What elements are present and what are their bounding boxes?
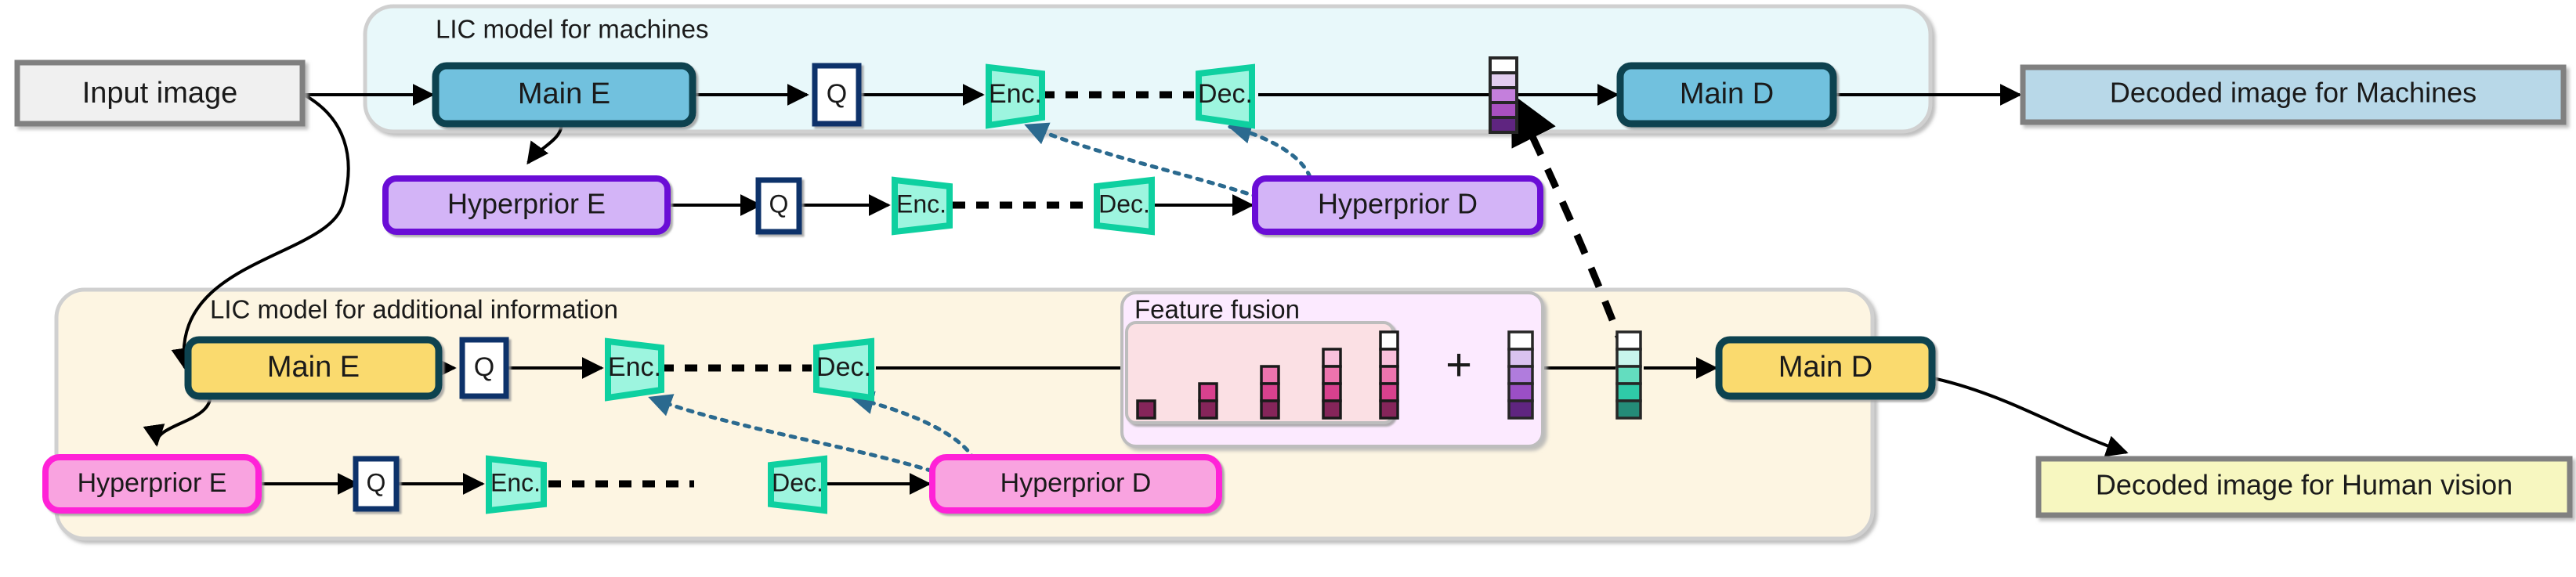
additional-quantizer-label: Q	[474, 352, 494, 382]
fusion-cell	[1260, 399, 1280, 420]
node-machines-main-encoder[interactable]: Main E	[432, 62, 696, 128]
node-machines-hyper-encoder[interactable]: Hyperprior E	[382, 175, 671, 235]
latent-cell	[1507, 330, 1534, 351]
node-machines-entropy-decoder[interactable]: Dec.	[1196, 63, 1255, 129]
latent-machines-cells	[1489, 56, 1518, 134]
node-additional-entropy-encoder[interactable]: Enc.	[605, 337, 664, 402]
fusion-cell	[1322, 365, 1342, 385]
fusion-cell	[1322, 399, 1342, 420]
node-machines-hyper-entropy-decoder[interactable]: Dec.	[1094, 176, 1155, 236]
panel-additional-title: LIC model for additional information	[210, 295, 618, 324]
machines-hyper-entropy-encoder-label: Enc.	[896, 189, 946, 218]
latent-cell	[1489, 71, 1518, 89]
fusion-cell	[1322, 382, 1342, 402]
node-machines-hyper-decoder[interactable]: Hyperprior D	[1252, 175, 1543, 235]
latent-fusion	[1507, 330, 1534, 420]
machines-entropy-decoder-label: Dec.	[1198, 79, 1253, 109]
latent-cell	[1615, 330, 1642, 351]
feature-fusion-inner	[1125, 321, 1395, 424]
node-machines-quantizer[interactable]: Q	[812, 63, 862, 127]
decoded-human-label: Decoded image for Human vision	[2096, 469, 2513, 501]
fusion-cell	[1198, 382, 1218, 402]
fusion-cell	[1379, 365, 1399, 385]
machines-hyper-encoder-label: Hyperprior E	[447, 188, 606, 220]
node-machines-hyper-quantizer[interactable]: Q	[755, 177, 802, 235]
node-machines-entropy-encoder[interactable]: Enc.	[986, 63, 1045, 129]
node-additional-hyper-decoder[interactable]: Hyperprior D	[929, 454, 1222, 514]
latent-cell	[1615, 365, 1642, 385]
latent-cell	[1615, 382, 1642, 402]
additional-main-decoder-label: Main D	[1778, 351, 1872, 384]
fusion-bar	[1198, 382, 1218, 420]
fusion-cell	[1379, 382, 1399, 402]
additional-main-encoder-label: Main E	[267, 351, 360, 384]
edge-group	[143, 84, 2129, 495]
machines-hyper-quantizer-label: Q	[769, 189, 789, 218]
additional-entropy-encoder-label: Enc.	[608, 352, 661, 382]
fusion-plus-label: +	[1445, 339, 1472, 390]
box-input-image[interactable]: Input image	[14, 60, 306, 127]
fusion-cell	[1379, 399, 1399, 420]
latent-cell	[1507, 382, 1534, 402]
decoded-machines-label: Decoded image for Machines	[2110, 77, 2477, 109]
machines-hyper-decoder-label: Hyperprior D	[1318, 188, 1478, 220]
machines-main-encoder-label: Main E	[518, 78, 610, 110]
feature-fusion-panel: Feature fusion	[1120, 291, 1544, 448]
input-image-label: Input image	[82, 77, 238, 110]
fusion-cell	[1322, 348, 1342, 368]
bitstream-group	[548, 91, 1194, 488]
fusion-bar	[1322, 348, 1342, 420]
latent-cell	[1489, 86, 1518, 104]
node-machines-hyper-entropy-encoder[interactable]: Enc.	[892, 176, 953, 236]
latent-cell	[1489, 101, 1518, 119]
box-decoded-image-human[interactable]: Decoded image for Human vision	[2035, 456, 2573, 518]
machines-hyper-entropy-decoder-label: Dec.	[1098, 189, 1150, 218]
latent-cell	[1507, 399, 1534, 420]
additional-hyper-encoder-label: Hyperprior E	[78, 468, 227, 498]
fusion-cell	[1379, 348, 1399, 368]
machines-main-decoder-label: Main D	[1680, 78, 1774, 110]
node-additional-hyper-quantizer[interactable]: Q	[353, 456, 400, 512]
latent-cell	[1507, 348, 1534, 368]
latent-cell	[1615, 348, 1642, 368]
latent-cell	[1489, 56, 1518, 74]
additional-hyper-entropy-encoder-label: Enc.	[490, 468, 541, 496]
machines-quantizer-label: Q	[827, 79, 847, 109]
fusion-cell	[1379, 330, 1399, 351]
edge-additional-maine-to-hypere	[143, 391, 212, 447]
node-additional-hyper-entropy-decoder[interactable]: Dec.	[768, 455, 827, 514]
fusion-cell	[1198, 399, 1218, 420]
fusion-bar	[1260, 365, 1280, 420]
additional-entropy-decoder-label: Dec.	[816, 352, 871, 382]
latent-cell	[1489, 116, 1518, 134]
latent-additional	[1615, 330, 1642, 420]
node-additional-main-decoder[interactable]: Main D	[1715, 336, 1936, 400]
fusion-cell	[1136, 399, 1156, 420]
fusion-bar	[1136, 399, 1156, 420]
fusion-bar	[1379, 330, 1399, 420]
additional-hyper-quantizer-label: Q	[367, 468, 386, 496]
node-additional-quantizer[interactable]: Q	[459, 337, 509, 399]
fusion-cell	[1260, 382, 1280, 402]
fusion-cell	[1260, 365, 1280, 385]
node-additional-hyper-encoder[interactable]: Hyperprior E	[42, 454, 262, 514]
node-additional-hyper-entropy-encoder[interactable]: Enc.	[486, 455, 547, 514]
latent-cell	[1507, 365, 1534, 385]
edge-input-to-additional-main-e	[171, 93, 350, 370]
panel-machines-title: LIC model for machines	[436, 15, 708, 44]
feature-fusion-title: Feature fusion	[1134, 295, 1300, 324]
node-machines-main-decoder[interactable]: Main D	[1616, 62, 1837, 128]
latent-machines	[1489, 56, 1518, 134]
additional-hyper-entropy-decoder-label: Dec.	[772, 468, 823, 496]
latent-cell	[1615, 399, 1642, 420]
node-additional-entropy-decoder[interactable]: Dec.	[813, 337, 874, 402]
box-decoded-image-machines[interactable]: Decoded image for Machines	[2020, 64, 2567, 125]
additional-hyper-decoder-label: Hyperprior D	[1000, 468, 1152, 498]
machines-entropy-encoder-label: Enc.	[989, 79, 1042, 109]
fusion-plus-icon: +	[1445, 339, 1472, 390]
node-additional-main-encoder[interactable]: Main E	[184, 336, 443, 400]
